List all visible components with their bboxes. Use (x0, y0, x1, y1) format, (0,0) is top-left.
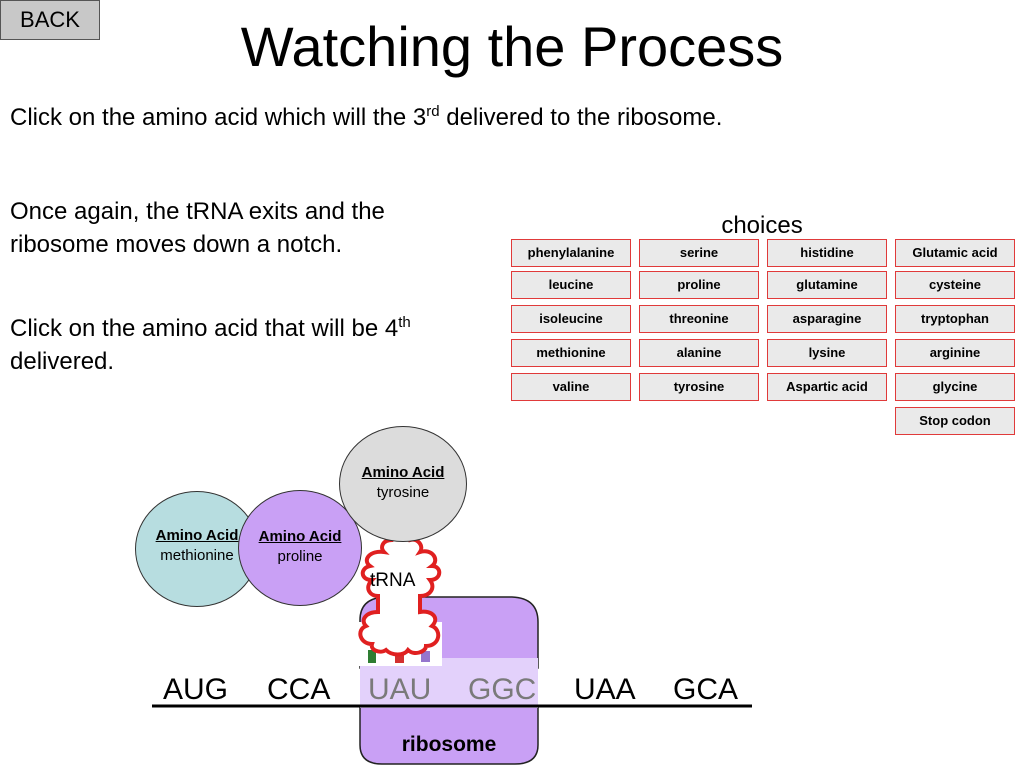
instruction-line1: Click on the amino acid which will the 3… (10, 103, 723, 131)
choice-isoleucine[interactable]: isoleucine (511, 305, 631, 333)
anticodon-mark-icon (368, 650, 376, 663)
instruction-line3: Click on the amino acid that will be 4th… (10, 314, 411, 375)
trna-shape (358, 533, 442, 657)
ribosome-label: ribosome (401, 733, 497, 756)
codon-1: AUG (163, 673, 229, 706)
choice-lysine[interactable]: lysine (767, 339, 887, 367)
choice-alanine[interactable]: alanine (639, 339, 759, 367)
choice-threonine[interactable]: threonine (639, 305, 759, 333)
choice-glutamine[interactable]: glutamine (767, 271, 887, 299)
codon-6: GCA (673, 673, 739, 706)
trna-label: tRNA (370, 570, 416, 591)
amino-acid-proline: Amino Acid proline (238, 490, 362, 606)
codon-4: GGC (468, 673, 537, 706)
page-title: Watching the Process (240, 15, 784, 78)
anticodon-mark-icon (421, 651, 430, 662)
choice-asparagine[interactable]: asparagine (767, 305, 887, 333)
choice-glutamic-acid[interactable]: Glutamic acid (895, 239, 1015, 267)
codon-2: CCA (267, 673, 331, 706)
codon-5: UAA (574, 673, 636, 706)
amino-acid-tyrosine: Amino Acid tyrosine (339, 426, 467, 542)
anticodon-mark-icon (395, 652, 404, 663)
choice-tryptophan[interactable]: tryptophan (895, 305, 1015, 333)
codon-3: UAU (368, 673, 432, 706)
back-button[interactable]: BACK (0, 0, 100, 40)
choice-tyrosine[interactable]: tyrosine (639, 373, 759, 401)
choices-label: choices (721, 212, 803, 239)
choice-glycine[interactable]: glycine (895, 373, 1015, 401)
choice-cysteine[interactable]: cysteine (895, 271, 1015, 299)
choice-histidine[interactable]: histidine (767, 239, 887, 267)
choice-stop-codon[interactable]: Stop codon (895, 407, 1015, 435)
choice-valine[interactable]: valine (511, 373, 631, 401)
choice-leucine[interactable]: leucine (511, 271, 631, 299)
choice-arginine[interactable]: arginine (895, 339, 1015, 367)
choice-aspartic-acid[interactable]: Aspartic acid (767, 373, 887, 401)
choice-serine[interactable]: serine (639, 239, 759, 267)
choice-phenylalanine[interactable]: phenylalanine (511, 239, 631, 267)
choice-methionine[interactable]: methionine (511, 339, 631, 367)
choice-proline[interactable]: proline (639, 271, 759, 299)
